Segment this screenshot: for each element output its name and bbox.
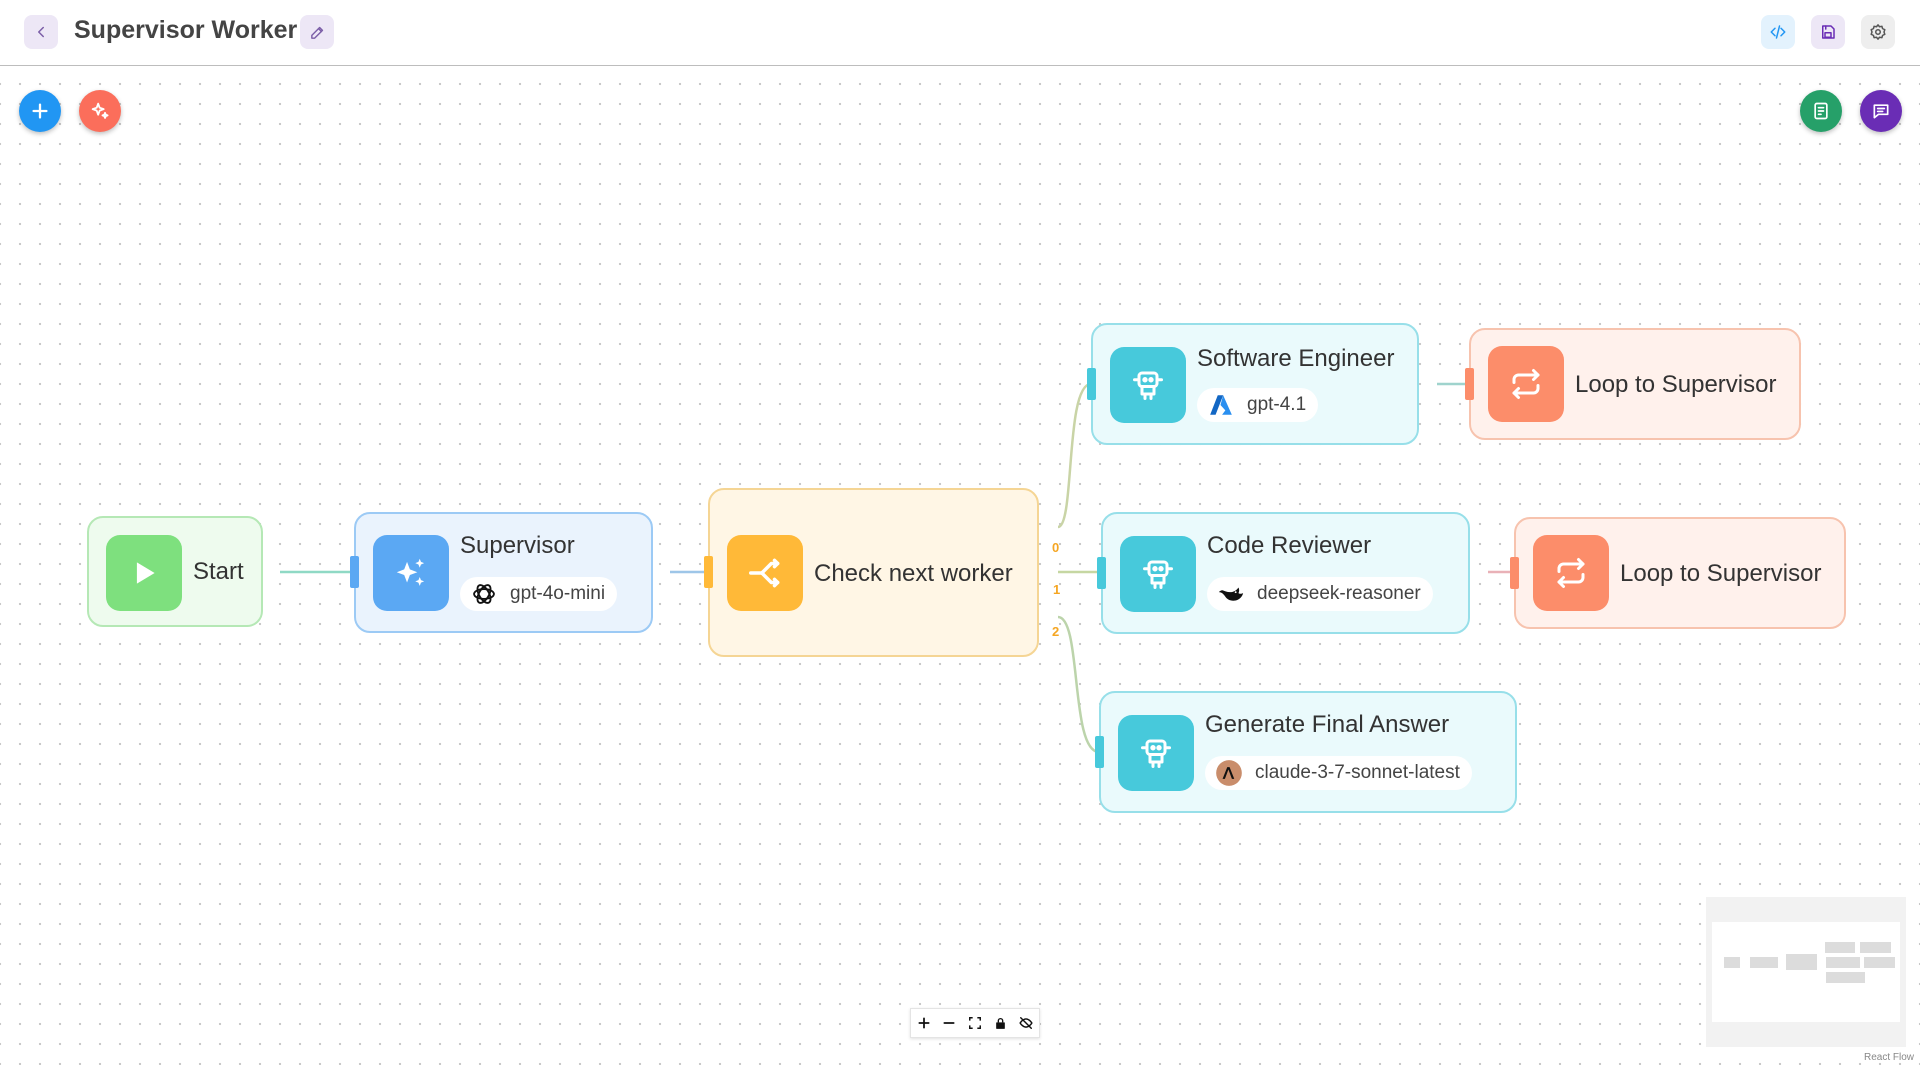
minimap-node	[1825, 942, 1855, 953]
back-button[interactable]	[24, 15, 58, 49]
lock-button[interactable]	[989, 1011, 1013, 1035]
azure-logo-icon	[1207, 391, 1235, 419]
software-engineer-model-pill: gpt-4.1	[1197, 388, 1319, 422]
split-icon	[749, 558, 780, 588]
robot-icon	[1143, 560, 1173, 589]
node-start-label: Start	[193, 558, 244, 585]
supervisor-input-handle[interactable]	[350, 556, 359, 588]
fit-view-button[interactable]	[963, 1011, 987, 1035]
sparkles-icon	[396, 558, 425, 586]
node-software-engineer[interactable]: Software Engineer gpt-4.1	[1087, 323, 1419, 445]
code-icon	[1770, 25, 1786, 39]
minimap-node	[1864, 957, 1895, 968]
node-start[interactable]: Start	[87, 516, 263, 627]
node-loop-2-label: Loop to Supervisor	[1620, 560, 1822, 587]
supervisor-model-pill: gpt-4o-mini	[460, 577, 618, 611]
chat-icon	[1873, 104, 1889, 119]
repeat-icon	[1557, 558, 1585, 588]
edge-condition-final-answer	[1057, 615, 1100, 754]
node-final-answer-label: Generate Final Answer	[1205, 711, 1450, 738]
zoom-out-button[interactable]	[937, 1011, 961, 1035]
pencil-icon	[310, 26, 323, 39]
robot-icon	[1141, 739, 1171, 768]
gear-icon	[1870, 24, 1886, 40]
openai-logo-icon	[470, 580, 498, 608]
loop-2-input-handle[interactable]	[1510, 557, 1519, 589]
edit-title-button[interactable]	[300, 15, 334, 49]
node-code-reviewer-label: Code Reviewer	[1207, 532, 1372, 559]
toggle-background-button[interactable]	[1014, 1011, 1038, 1035]
software-engineer-icon-tile	[1110, 347, 1186, 423]
node-final-answer[interactable]: Generate Final Answer claude-3-7-sonnet-…	[1095, 691, 1517, 813]
node-condition[interactable]: Check next worker	[704, 488, 1039, 657]
supervisor-icon-tile	[373, 535, 449, 611]
checklist-icon	[1814, 102, 1828, 120]
final-answer-model-pill: claude-3-7-sonnet-latest	[1205, 756, 1472, 790]
save-button[interactable]	[1811, 15, 1845, 49]
condition-output-0-label: 0	[1052, 540, 1060, 555]
view-code-button[interactable]	[1761, 15, 1795, 49]
condition-icon-tile	[727, 535, 803, 611]
final-answer-model-name: claude-3-7-sonnet-latest	[1255, 762, 1460, 783]
code-reviewer-input-handle[interactable]	[1097, 557, 1106, 589]
sparkles-icon	[91, 102, 109, 119]
supervisor-model-name: gpt-4o-mini	[510, 583, 606, 604]
plus-icon	[32, 103, 48, 119]
minimap-node	[1724, 957, 1740, 968]
lock-icon	[996, 1017, 1005, 1029]
software-engineer-model-name: gpt-4.1	[1247, 394, 1307, 415]
condition-output-1-label: 1	[1053, 582, 1061, 597]
code-reviewer-model-pill: deepseek-reasoner	[1207, 577, 1433, 611]
minimap-node	[1750, 957, 1778, 968]
anthropic-logo-icon	[1215, 759, 1243, 787]
flow-title: Supervisor Worker	[74, 16, 298, 44]
node-loop-1[interactable]: Loop to Supervisor	[1465, 328, 1801, 440]
minimap-node	[1786, 954, 1817, 970]
play-icon	[136, 562, 155, 584]
validate-flow-button[interactable]	[1800, 90, 1842, 132]
code-reviewer-icon-tile	[1120, 536, 1196, 612]
add-node-button[interactable]	[19, 90, 61, 132]
minimap[interactable]	[1706, 897, 1906, 1047]
minimap-node	[1860, 942, 1891, 953]
loop-2-icon-tile	[1533, 535, 1609, 611]
minimap-node	[1826, 972, 1865, 983]
edge-condition-software-engineer	[1057, 382, 1092, 529]
zoom-in-button[interactable]	[912, 1011, 936, 1035]
react-flow-attribution[interactable]: React Flow	[1864, 1052, 1915, 1063]
settings-button[interactable]	[1861, 15, 1895, 49]
final-answer-input-handle[interactable]	[1095, 736, 1104, 768]
minimap-node	[1826, 957, 1860, 968]
top-header: Supervisor Worker	[0, 0, 1920, 66]
node-supervisor-label: Supervisor	[460, 532, 575, 559]
code-reviewer-model-name: deepseek-reasoner	[1257, 583, 1421, 604]
minimap-viewport	[1712, 922, 1900, 1022]
repeat-icon	[1512, 369, 1540, 399]
plus-icon	[918, 1017, 930, 1029]
eye-off-icon	[1019, 1017, 1033, 1029]
condition-output-2-label: 2	[1052, 624, 1060, 639]
deepseek-logo-icon	[1217, 580, 1245, 608]
generate-flow-button[interactable]	[79, 90, 121, 132]
minus-icon	[943, 1022, 955, 1024]
chevron-left-icon	[38, 26, 44, 38]
node-loop-1-label: Loop to Supervisor	[1575, 371, 1777, 398]
save-icon	[1822, 25, 1835, 39]
loop-1-input-handle[interactable]	[1465, 368, 1474, 400]
flow-canvas[interactable]: Start Supervisor gpt-4o-mini Check next …	[0, 67, 1920, 1065]
chat-button[interactable]	[1860, 90, 1902, 132]
start-icon-tile	[106, 535, 182, 611]
condition-input-handle[interactable]	[704, 556, 713, 588]
node-loop-2[interactable]: Loop to Supervisor	[1510, 517, 1846, 629]
node-code-reviewer[interactable]: Code Reviewer deepseek-reasoner	[1097, 512, 1470, 634]
zoom-controls	[910, 1008, 1040, 1038]
node-software-engineer-label: Software Engineer	[1197, 345, 1395, 372]
loop-1-icon-tile	[1488, 346, 1564, 422]
software-engineer-input-handle[interactable]	[1087, 368, 1096, 400]
fit-view-icon	[969, 1017, 981, 1029]
final-answer-icon-tile	[1118, 715, 1194, 791]
robot-icon	[1133, 371, 1163, 400]
node-supervisor[interactable]: Supervisor gpt-4o-mini	[350, 512, 653, 633]
node-condition-label: Check next worker	[814, 560, 1013, 587]
